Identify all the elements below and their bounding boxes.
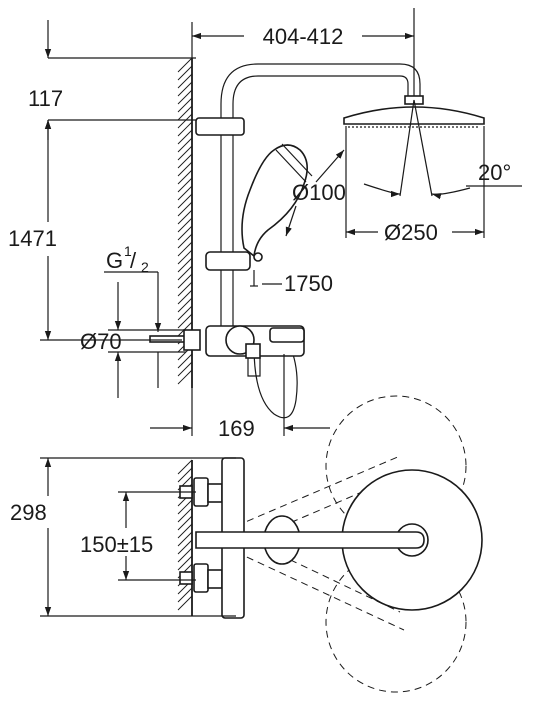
hatch-line bbox=[177, 353, 193, 369]
hatch-line bbox=[177, 361, 193, 377]
hatch-line bbox=[177, 523, 193, 539]
dim-projection-label: 169 bbox=[218, 416, 255, 441]
thread-slash: / bbox=[130, 248, 137, 273]
hatch-line bbox=[177, 305, 193, 321]
hatch-line bbox=[177, 587, 193, 603]
hatch-line bbox=[177, 233, 193, 249]
hatch-line bbox=[177, 209, 193, 225]
arm-plan bbox=[195, 531, 425, 549]
thermostat-mixer bbox=[149, 325, 305, 359]
hatch-line bbox=[177, 193, 193, 209]
hatch-line bbox=[177, 313, 193, 329]
thread-g-label: G bbox=[106, 248, 123, 273]
thread-denominator: 2 bbox=[141, 259, 149, 275]
hatch-line bbox=[177, 65, 193, 81]
dim-hand-shower: Ø100 bbox=[285, 149, 346, 237]
wall-bracket-upper bbox=[195, 117, 245, 136]
hatch-line bbox=[177, 97, 193, 113]
hatch-line bbox=[177, 539, 193, 555]
hatch-line bbox=[177, 57, 193, 73]
hatch-line bbox=[177, 547, 193, 563]
hatch-line bbox=[177, 273, 193, 289]
dim-top-offset-label: 117 bbox=[28, 86, 63, 111]
hose bbox=[247, 270, 298, 419]
hatch-line bbox=[177, 467, 193, 483]
hatch-line bbox=[177, 249, 193, 265]
hatch-line bbox=[177, 281, 193, 297]
dim-head: Ø250 20° bbox=[345, 99, 522, 245]
hatch-line bbox=[177, 113, 193, 129]
front-elevation: 404-412 117 1471 G 1 / 2 bbox=[8, 8, 522, 441]
dim-angle-label: 20° bbox=[478, 160, 511, 185]
dim-arm-reach: 404-412 bbox=[191, 8, 415, 96]
hatch-line bbox=[177, 185, 193, 201]
slider-knob bbox=[253, 252, 263, 262]
plan-view: 298 150±15 bbox=[10, 395, 483, 693]
dim-height-total-label: 1471 bbox=[8, 226, 57, 251]
hatch-line bbox=[177, 459, 193, 475]
hatch-line bbox=[177, 217, 193, 233]
dim-arm-reach-label: 404-412 bbox=[263, 24, 344, 49]
hatch-line bbox=[177, 177, 193, 193]
dim-top-offset: 117 bbox=[28, 20, 196, 140]
hatch-line bbox=[177, 297, 193, 313]
wall-plan bbox=[177, 459, 193, 616]
hatch-line bbox=[177, 145, 193, 161]
hatch-line bbox=[177, 321, 193, 337]
hatch-line bbox=[177, 153, 193, 169]
dim-centers-label: 150±15 bbox=[80, 532, 153, 557]
connection-lower bbox=[179, 563, 223, 593]
hand-shower bbox=[241, 143, 313, 258]
slider bbox=[205, 251, 251, 271]
hatch-line bbox=[177, 241, 193, 257]
dim-head-label: Ø250 bbox=[384, 220, 438, 245]
dim-plan-height: 298 bbox=[10, 457, 236, 617]
wall-hatching-plan bbox=[177, 459, 193, 611]
dim-projection: 169 bbox=[150, 354, 330, 441]
dim-thread: G 1 / 2 bbox=[104, 243, 162, 332]
hatch-line bbox=[177, 265, 193, 281]
dim-rosette: Ø70 bbox=[80, 282, 186, 398]
dim-hose-label: 1750 bbox=[284, 271, 333, 296]
hatch-line bbox=[177, 81, 193, 97]
hatch-line bbox=[177, 105, 193, 121]
hatch-line bbox=[177, 289, 193, 305]
thread-numerator: 1 bbox=[124, 243, 132, 259]
hatch-line bbox=[177, 369, 193, 385]
dim-plan-height-label: 298 bbox=[10, 500, 47, 525]
hatch-line bbox=[177, 169, 193, 185]
hatch-line bbox=[177, 225, 193, 241]
hatch-line bbox=[177, 73, 193, 89]
hatch-line bbox=[177, 595, 193, 611]
dim-rosette-label: Ø70 bbox=[80, 329, 122, 354]
dim-centers: 150±15 bbox=[80, 491, 196, 581]
hatch-line bbox=[177, 531, 193, 547]
dim-hose: 1750 bbox=[262, 271, 333, 296]
riser-pipe bbox=[220, 63, 421, 330]
hatch-line bbox=[177, 515, 193, 531]
hatch-line bbox=[177, 499, 193, 515]
hatch-line bbox=[177, 507, 193, 523]
hatch-line bbox=[177, 89, 193, 105]
hatch-line bbox=[177, 121, 193, 137]
hatch-line bbox=[177, 129, 193, 145]
hatch-line bbox=[177, 161, 193, 177]
dim-height-total: 1471 bbox=[8, 119, 196, 341]
hatch-line bbox=[177, 201, 193, 217]
hatch-line bbox=[177, 555, 193, 571]
dim-hand-shower-label: Ø100 bbox=[292, 180, 346, 205]
hatch-line bbox=[177, 257, 193, 273]
hatch-line bbox=[177, 137, 193, 153]
